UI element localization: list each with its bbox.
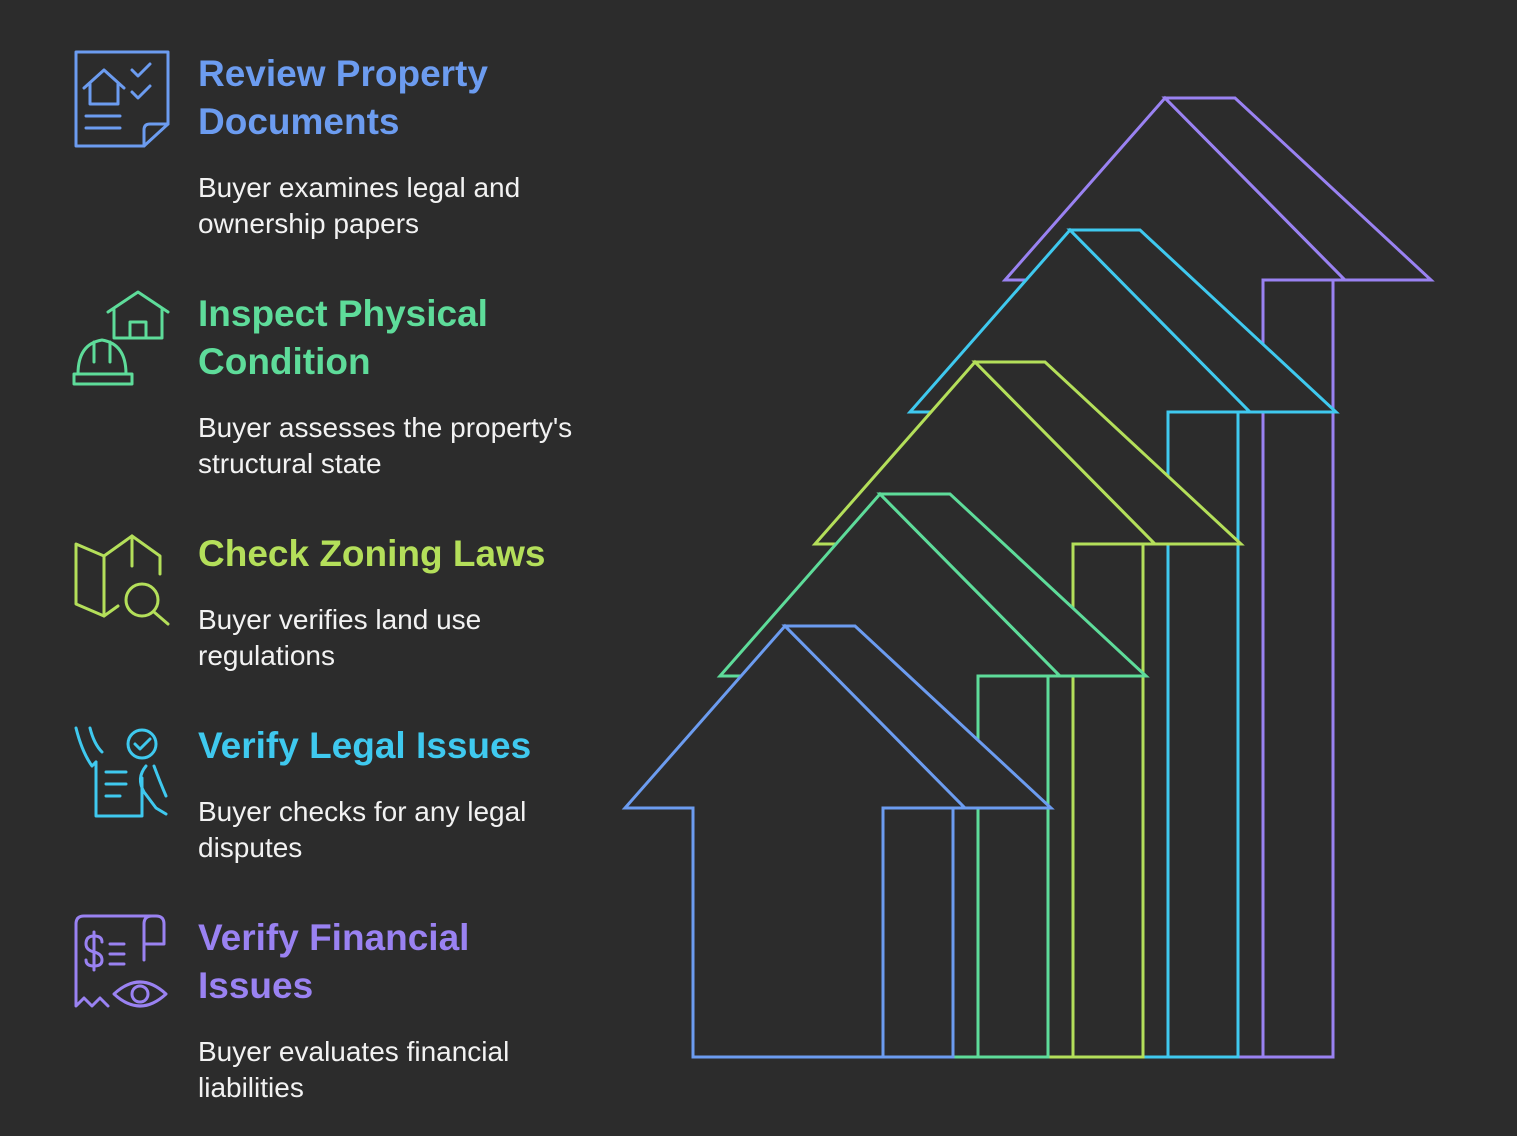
arrow-head-side-review-property-documents: [781, 624, 1055, 810]
arrow-shaft-side-verify-legal-issues: [1166, 410, 1240, 1059]
arrow-shaft-side-verify-financial-issues: [1261, 278, 1335, 1059]
ascending-arrows-diagram: [621, 95, 1435, 1059]
arrow-shaft-side-inspect-physical-condition: [976, 674, 1050, 1059]
step-description: Buyer assesses the property's structural…: [198, 412, 573, 479]
step-title: Verify Financial Issues: [198, 917, 470, 1006]
financial-receipt-eye-icon: [70, 914, 174, 1018]
property-document-checklist-icon: [70, 50, 174, 154]
step-description: Buyer verifies land use regulations: [198, 604, 482, 671]
step-title: Verify Legal Issues: [198, 725, 532, 766]
arrow-head-side-verify-legal-issues: [1066, 228, 1340, 414]
legal-document-check-icon: [70, 722, 174, 826]
step-title: Check Zoning Laws: [198, 533, 546, 574]
step-description: Buyer evaluates financial liabilities: [198, 1036, 510, 1103]
step-description: Buyer examines legal and ownership paper…: [198, 172, 521, 239]
step-description: Buyer checks for any legal disputes: [198, 796, 527, 863]
step-title: Review Property Documents: [198, 53, 488, 142]
map-magnifier-icon: [70, 530, 174, 634]
house-hardhat-icon: [70, 290, 174, 394]
arrow-head-side-verify-financial-issues: [1161, 96, 1435, 282]
step-title: Inspect Physical Condition: [198, 293, 488, 382]
arrow-head-side-check-zoning-laws: [971, 360, 1245, 546]
arrow-head-side-inspect-physical-condition: [876, 492, 1150, 678]
arrow-shaft-side-review-property-documents: [881, 806, 955, 1059]
